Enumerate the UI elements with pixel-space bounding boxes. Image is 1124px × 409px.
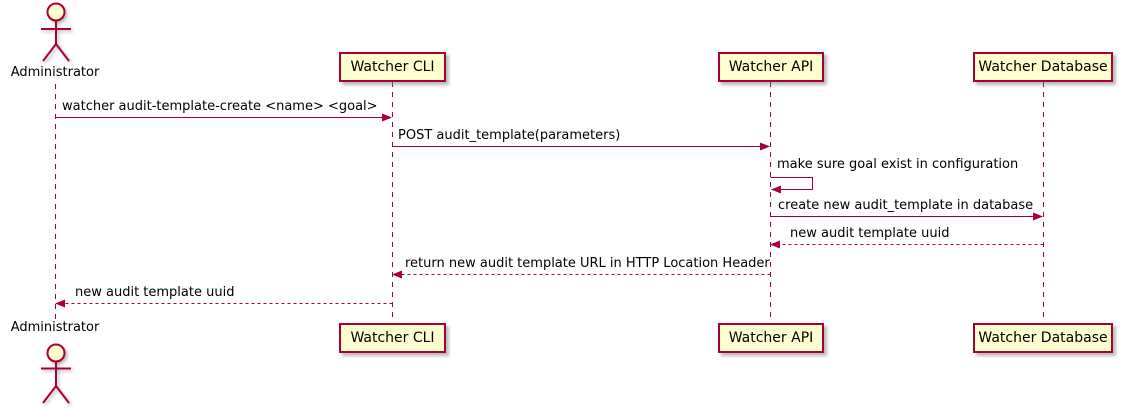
participant-label: Watcher Database [978,330,1108,346]
message-label-4: create new audit_template in database [778,198,1034,213]
participant-box-watcher-database-top: Watcher Database [973,52,1113,82]
participant-label: Watcher API [728,59,814,75]
actor-label-administrator-top: Administrator [10,65,100,80]
participant-box-watcher-api-top: Watcher API [718,52,824,82]
message-label-5: new audit template uuid [790,226,950,241]
message-label-1: watcher audit-template-create <name> <go… [62,99,378,114]
participant-box-watcher-api-bottom: Watcher API [718,323,824,353]
participant-label: Watcher Database [978,59,1108,75]
message-arrow-1 [55,113,392,122]
participant-box-watcher-database-bottom: Watcher Database [973,323,1113,353]
lifelines [55,82,1044,322]
participant-label: Watcher CLI [350,330,435,346]
message-arrow-5 [770,240,1044,249]
actor-figure-top [41,2,71,62]
actor-label-administrator-bottom: Administrator [10,320,100,335]
participant-box-watcher-cli-bottom: Watcher CLI [339,323,446,353]
message-arrow-4 [770,212,1043,221]
message-arrow-3-self-loop [770,177,813,194]
message-arrow-2 [392,142,770,151]
message-arrow-6 [392,270,771,279]
message-label-2: POST audit_template(parameters) [398,128,621,143]
participant-label: Watcher API [728,330,814,346]
message-label-6: return new audit template URL in HTTP Lo… [405,256,770,271]
message-label-3: make sure goal exist in configuration [777,157,1019,172]
actor-figure-bottom [41,343,71,404]
participant-box-watcher-cli-top: Watcher CLI [339,52,446,82]
message-label-7: new audit template uuid [75,285,235,300]
message-arrow-7 [55,299,393,308]
participant-label: Watcher CLI [350,59,435,75]
